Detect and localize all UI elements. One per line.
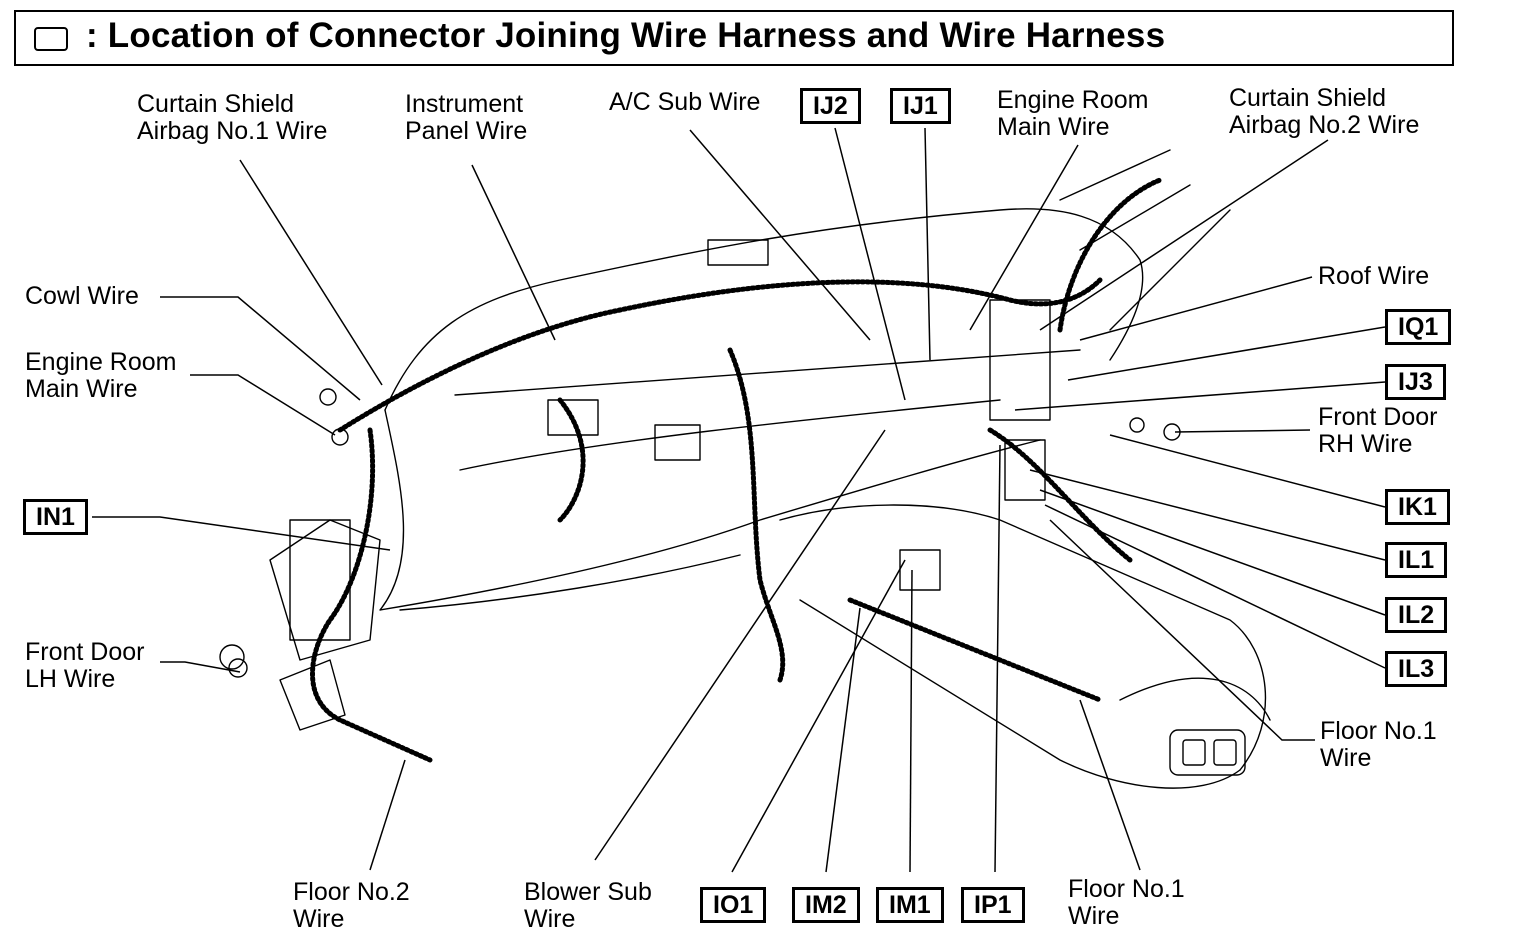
dashboard-outline	[384, 208, 1144, 411]
connector-code-ij3: IJ3	[1385, 364, 1446, 400]
label-cowl-wire: Cowl Wire	[25, 283, 139, 310]
label-line: Wire	[524, 905, 576, 933]
label-blower-sub-wire: Blower Sub Wire	[524, 879, 652, 933]
label-line: Airbag No.1 Wire	[137, 117, 328, 145]
label-line: Blower Sub	[524, 878, 652, 906]
page-title: : Location of Connector Joining Wire Har…	[86, 16, 1166, 55]
connector-code-il1: IL1	[1385, 542, 1448, 578]
connector-code-io1: IO1	[700, 887, 767, 923]
label-line: Airbag No.2 Wire	[1229, 111, 1420, 139]
center-console	[779, 504, 1267, 771]
label-line: Panel Wire	[405, 117, 528, 145]
connector-code-ip1: IP1	[961, 887, 1025, 923]
label-line: Engine Room	[25, 348, 177, 376]
label-front-door-rh-wire: Front Door RH Wire	[1318, 404, 1437, 458]
label-line: Front Door	[25, 638, 145, 666]
connector-code-iq1: IQ1	[1385, 309, 1452, 345]
label-line: Roof Wire	[1318, 262, 1430, 290]
connector-box-icon	[34, 27, 68, 51]
connector-code-in1: IN1	[23, 499, 88, 535]
label-line: Floor No.1	[1068, 875, 1185, 903]
label-line: Cowl Wire	[25, 282, 139, 310]
label-front-door-lh-wire: Front Door LH Wire	[25, 639, 144, 693]
connector-code-im2: IM2	[792, 887, 860, 923]
main-harness	[337, 277, 1103, 433]
label-line: Instrument	[405, 90, 524, 118]
connector-code-ik1: IK1	[1385, 489, 1450, 525]
label-line: Main Wire	[25, 375, 138, 403]
label-engine-room-main-wire-right: Engine Room Main Wire	[997, 87, 1148, 141]
label-line: Main Wire	[997, 113, 1110, 141]
label-floor-no1-wire-bottom: Floor No.1 Wire	[1068, 876, 1185, 930]
label-line: Floor No.1	[1320, 717, 1437, 745]
label-ac-sub-wire: A/C Sub Wire	[609, 89, 760, 116]
label-line: Front Door	[1318, 403, 1438, 431]
label-line: Curtain Shield	[1229, 84, 1387, 112]
label-line: Wire	[1320, 744, 1372, 772]
connector-code-il2: IL2	[1385, 597, 1448, 633]
label-instrument-panel-wire: Instrument Panel Wire	[405, 91, 527, 145]
label-line: Curtain Shield	[137, 90, 295, 118]
connector-code-ij1: IJ1	[890, 88, 951, 124]
label-line: Floor No.2	[293, 878, 410, 906]
label-floor-no2-wire: Floor No.2 Wire	[293, 879, 410, 933]
label-engine-room-main-wire-left: Engine Room Main Wire	[25, 349, 176, 403]
connector-code-il3: IL3	[1385, 651, 1448, 687]
label-curtain-shield-airbag-no2-wire: Curtain Shield Airbag No.2 Wire	[1229, 85, 1419, 139]
label-line: A/C Sub Wire	[609, 88, 761, 116]
label-line: Engine Room	[997, 86, 1149, 114]
label-line: Wire	[1068, 902, 1120, 930]
label-line: RH Wire	[1318, 430, 1413, 458]
label-roof-wire: Roof Wire	[1318, 263, 1429, 290]
label-curtain-shield-airbag-no1-wire: Curtain Shield Airbag No.1 Wire	[137, 91, 327, 145]
connector-code-im1: IM1	[876, 887, 944, 923]
title-bar: : Location of Connector Joining Wire Har…	[14, 10, 1454, 66]
label-line: LH Wire	[25, 665, 116, 693]
label-floor-no1-wire-right: Floor No.1 Wire	[1320, 718, 1437, 772]
label-line: Wire	[293, 905, 345, 933]
connector-code-ij2: IJ2	[800, 88, 861, 124]
